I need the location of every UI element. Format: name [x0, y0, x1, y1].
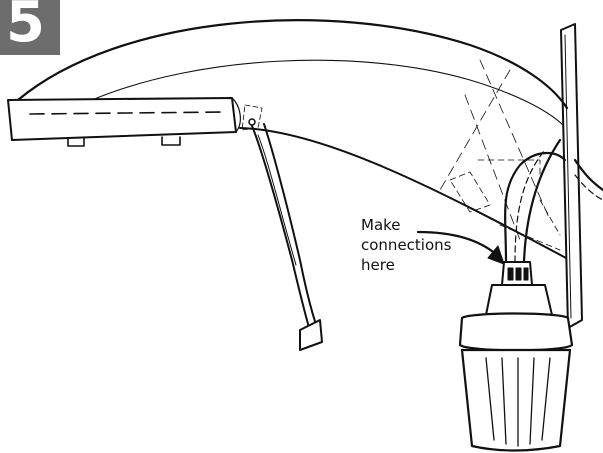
callout-arrow [416, 230, 505, 265]
callout-line: here [361, 256, 395, 274]
hinge-arm [251, 123, 323, 351]
step-number-badge: 5 [0, 0, 60, 55]
connection-callout-label: Make connections here [361, 215, 451, 275]
mounting-plate [560, 23, 583, 329]
step-number: 5 [6, 0, 45, 55]
photocell-assembly [458, 261, 574, 452]
lens-panel [7, 97, 263, 147]
callout-line: connections [361, 236, 452, 254]
callout-line: Make [361, 216, 401, 234]
supply-wires [504, 138, 603, 264]
fixture-housing [16, 19, 569, 259]
